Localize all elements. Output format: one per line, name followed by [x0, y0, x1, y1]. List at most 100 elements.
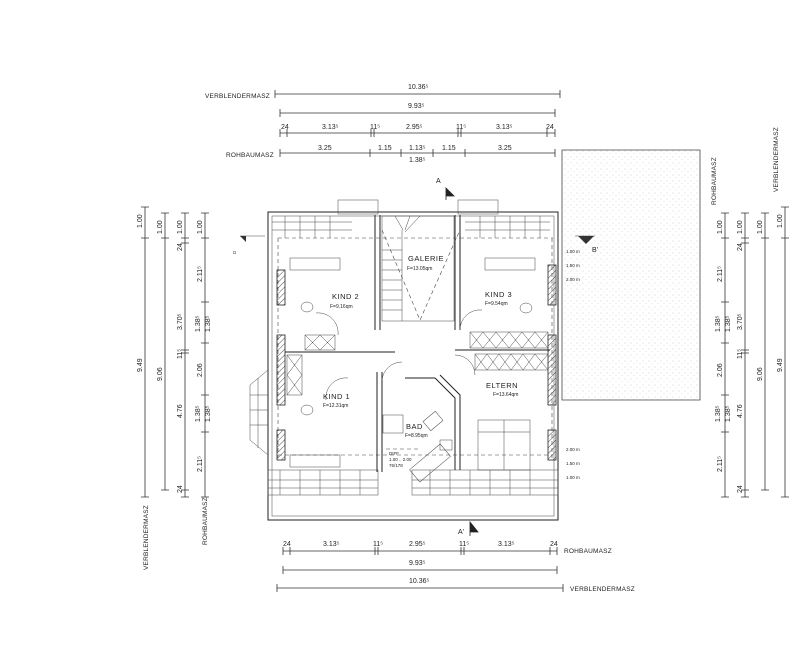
dim-left: 1.38⁵ [205, 315, 212, 332]
dim-right: 9.49 [777, 358, 784, 372]
dim-right: 1.00 [717, 220, 724, 234]
dim-left: 9.06 [157, 367, 164, 381]
dim-right: 3.70⁵ [737, 313, 744, 330]
height-marks: 1.00 m 1.50 m 2.00 m 2.00 m 1.50 m 1.00 … [566, 249, 580, 480]
dim-right: 1.38⁵ [725, 315, 732, 332]
dim-top-overall: 10.36⁵ [408, 84, 429, 91]
section-a-arrow-icon [445, 187, 455, 200]
staircase [381, 215, 455, 322]
dim-right: 1.38⁵ [715, 405, 722, 422]
dim-right: 1.00 [757, 220, 764, 234]
dim-left: 1.38⁵ [195, 405, 202, 422]
room-area: F=12.31qm [323, 403, 348, 409]
room-kind-3: KIND 3 [485, 290, 512, 299]
dim-top-rohbau: 1.15 [378, 145, 392, 152]
door-note-line: DIFF [389, 451, 399, 456]
beds [289, 257, 536, 471]
dim-bottom-seg: 11⁵ [373, 541, 383, 548]
height-mark: 1.00 m [566, 249, 580, 254]
dim-right: 1.38⁵ [715, 315, 722, 332]
door-note-line: 76/178 [389, 463, 403, 468]
right-dimensions: 1.00 2.11⁵ 1.38⁵ 1.38⁵ 2.06 1.38⁵ 1.38⁵ … [711, 127, 789, 498]
room-kind-2: KIND 2 [332, 292, 359, 301]
dim-right: 1.00 [737, 220, 744, 234]
dim-top-seg: 24 [281, 124, 289, 131]
dim-left: 2.11⁵ [197, 456, 204, 472]
height-mark: 2.00 m [566, 277, 580, 282]
terrain-area [561, 149, 701, 401]
left-dimensions: 1.00 9.49 1.00 9.06 1.00 24 3.70⁵ 11⁵ 4.… [137, 206, 212, 570]
top-dimensions: VERBLENDERMASZ 10.36⁵ 9.93⁵ 24 3.13⁵ 11⁵… [205, 84, 561, 164]
dim-left: 24 [177, 485, 184, 493]
dim-right: 2.06 [717, 363, 724, 377]
bathroom-fixtures [382, 410, 453, 483]
room-area: F=13.64qm [493, 392, 518, 398]
dim-left: 1.00 [177, 220, 184, 234]
dim-left: 1.00 [157, 220, 164, 234]
section-a-prime-label: A' [458, 529, 464, 536]
dim-right: 2.11⁵ [717, 266, 724, 282]
dim-left: 3.70⁵ [177, 313, 184, 330]
room-area: F=13.05qm [407, 266, 432, 272]
height-mark: 1.50 m [566, 461, 580, 466]
rohbau-label-left: ROHBAUMASZ [202, 497, 209, 545]
section-a-label: A [436, 178, 441, 185]
dim-top-rohbau: 1.15 [442, 145, 456, 152]
dim-right: 24 [737, 243, 744, 251]
dim-top-rohbau-sub: 1.38⁵ [409, 157, 426, 164]
section-a-prime-arrow-icon [469, 520, 479, 536]
section-d-label: D [232, 250, 237, 254]
dim-bottom-inner: 9.93⁵ [409, 560, 426, 567]
section-b-prime-label: B' [592, 247, 598, 254]
dim-left: 1.38⁵ [205, 405, 212, 422]
dim-left: 1.00 [197, 220, 204, 234]
dim-right: 24 [737, 485, 744, 493]
room-eltern: ELTERN [486, 381, 518, 390]
dim-left: 2.11⁵ [197, 266, 204, 282]
dim-top-seg: 11⁵ [456, 124, 466, 131]
verblender-label-right: VERBLENDERMASZ [773, 127, 780, 192]
room-galerie: GALERIE [408, 254, 444, 263]
dim-right: 4.76 [737, 404, 744, 418]
door-note-line: 1.00 .. 2.00 [389, 457, 412, 462]
height-mark: 1.00 m [566, 475, 580, 480]
dim-left: 4.76 [177, 404, 184, 418]
section-d-arrow-icon [240, 236, 246, 242]
dim-top-seg: 24 [546, 124, 554, 131]
dim-top-seg: 3.13⁵ [322, 124, 339, 131]
dim-bottom-overall: 10.36⁵ [409, 578, 430, 585]
dim-bottom-seg: 24 [550, 541, 558, 548]
room-labels: GALERIE F=13.05qm KIND 2 F=9.16qm KIND 3… [323, 254, 518, 439]
room-kind-1: KIND 1 [323, 392, 350, 401]
door-note: DIFF 1.00 .. 2.00 76/178 [386, 448, 420, 468]
verblender-label-top: VERBLENDERMASZ [205, 93, 270, 100]
dim-left: 2.06 [197, 363, 204, 377]
dim-right: 2.11⁵ [717, 456, 724, 472]
dim-bottom-seg: 3.13⁵ [498, 541, 515, 548]
verblender-label-bottom: VERBLENDERMASZ [570, 586, 635, 593]
dim-bottom-seg: 2.95⁵ [409, 541, 426, 548]
section-markers: A A' B' D [232, 178, 598, 536]
bottom-dimensions: 24 3.13⁵ 11⁵ 2.95⁵ 11⁵ 3.13⁵ 24 ROHBAUMA… [276, 541, 635, 593]
room-area: F=9.54qm [485, 301, 508, 307]
dim-top-rohbau: 3.25 [498, 145, 512, 152]
dim-right: 9.06 [757, 367, 764, 381]
room-area: F=8.95qm [405, 433, 428, 439]
rohbau-label-bottom: ROHBAUMASZ [564, 548, 612, 555]
rohbau-label-top: ROHBAUMASZ [226, 152, 274, 159]
rohbau-label-right: ROHBAUMASZ [711, 157, 718, 205]
dim-left: 1.00 [137, 214, 144, 228]
dim-top-seg: 11⁵ [370, 124, 380, 131]
room-bad: BAD [406, 422, 423, 431]
dim-left: 11⁵ [177, 349, 184, 359]
dim-right: 11⁵ [737, 349, 744, 359]
verblender-label-left: VERBLENDERMASZ [143, 505, 150, 570]
dim-top-seg: 3.13⁵ [496, 124, 513, 131]
dim-bottom-seg: 11⁵ [459, 541, 469, 548]
dim-top-rohbau: 1.13⁵ [409, 145, 426, 152]
dim-top-rohbau: 3.25 [318, 145, 332, 152]
dim-top-seg: 2.95⁵ [406, 124, 423, 131]
dim-bottom-seg: 24 [283, 541, 291, 548]
dim-bottom-seg: 3.13⁵ [323, 541, 340, 548]
